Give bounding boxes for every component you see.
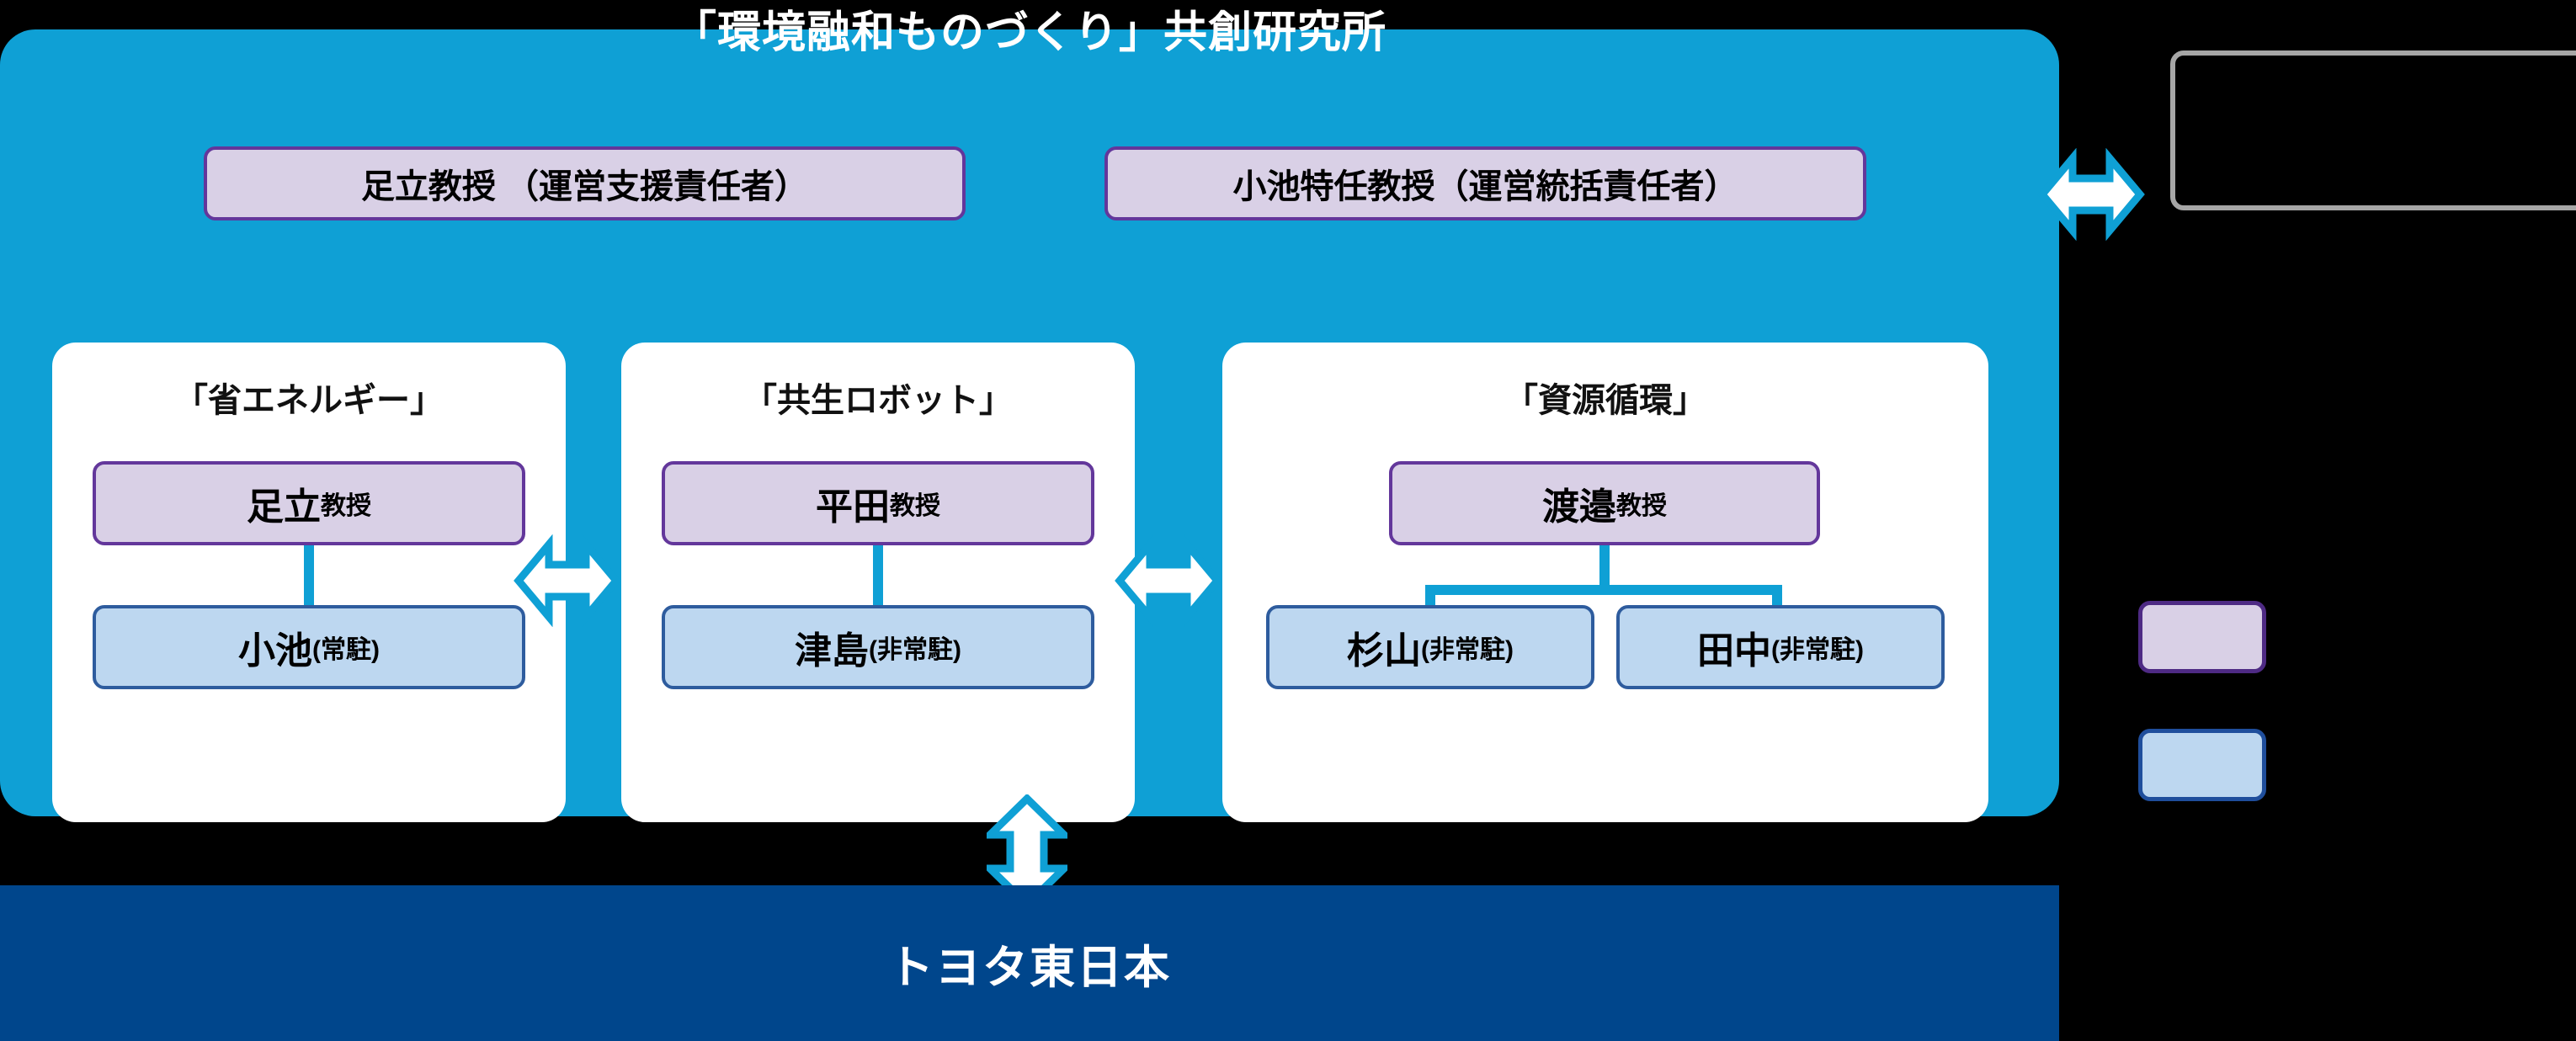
leadership-box-support[interactable]: 足立教授 （運営支援責任者） xyxy=(204,146,966,220)
arrow-between-energy-and-robot xyxy=(514,534,621,628)
theme-panel-resource: 「資源循環」 渡邉 教授 杉山 (非常駐) 田中 (非常駐) xyxy=(1222,343,1988,822)
member-box-hirata[interactable]: 平田 教授 xyxy=(662,461,1094,545)
member-name: 足立 xyxy=(247,486,321,528)
member-status: (非常駐) xyxy=(1421,636,1514,664)
member-name: 渡邉 xyxy=(1542,486,1616,528)
connector-stem-resource xyxy=(1599,545,1610,585)
connector-vertical-robot xyxy=(873,545,883,605)
theme-title-energy: 「省エネルギー」 xyxy=(174,382,444,419)
member-title: 教授 xyxy=(1616,492,1667,520)
legend-swatch-staff xyxy=(2138,729,2266,801)
member-box-tanaka[interactable]: 田中 (非常駐) xyxy=(1616,605,1945,689)
theme-panel-energy: 「省エネルギー」 足立 教授 小池 (常駐) xyxy=(52,343,566,822)
member-box-sugiyama[interactable]: 杉山 (非常駐) xyxy=(1266,605,1594,689)
institute-panel: 「環境融和ものづくり」共創研究所 足立教授 （運営支援責任者） 小池特任教授（運… xyxy=(0,8,2059,822)
institute-title: 「環境融和ものづくり」共創研究所 xyxy=(672,8,1386,57)
member-status: (非常駐) xyxy=(869,636,961,664)
member-box-adachi[interactable]: 足立 教授 xyxy=(93,461,525,545)
leadership-box-director[interactable]: 小池特任教授（運営統括責任者） xyxy=(1104,146,1866,220)
theme-title-resource: 「資源循環」 xyxy=(1504,382,1706,419)
member-name: 津島 xyxy=(795,630,869,672)
member-name: 杉山 xyxy=(1347,630,1421,672)
connector-crossbar-resource xyxy=(1425,585,1782,595)
member-name: 平田 xyxy=(816,486,890,528)
theme-title-robot: 「共生ロボット」 xyxy=(743,382,1013,419)
connector-drop-sugiyama xyxy=(1425,585,1435,610)
partner-placeholder-box xyxy=(2170,50,2576,210)
connector-vertical-energy xyxy=(304,545,314,605)
legend-swatch-professor xyxy=(2138,601,2266,673)
member-box-tsushima[interactable]: 津島 (非常駐) xyxy=(662,605,1094,689)
theme-panel-robot: 「共生ロボット」 平田 教授 津島 (非常駐) xyxy=(621,343,1135,822)
member-status: (非常駐) xyxy=(1771,636,1864,664)
connector-drop-tanaka xyxy=(1772,585,1782,610)
partner-bar: トヨタ東日本 xyxy=(0,885,2059,1041)
member-title: 教授 xyxy=(890,492,940,520)
member-title: 教授 xyxy=(321,492,371,520)
member-box-koike[interactable]: 小池 (常駐) xyxy=(93,605,525,689)
member-name: 田中 xyxy=(1697,630,1771,672)
arrow-between-robot-and-resource xyxy=(1115,534,1222,628)
member-name: 小池 xyxy=(238,630,312,672)
member-status: (常駐) xyxy=(312,636,380,664)
arrow-institute-to-partner-placeholder xyxy=(2037,147,2145,242)
partner-label: トヨタ東日本 xyxy=(888,943,1171,993)
member-box-watanabe[interactable]: 渡邉 教授 xyxy=(1389,461,1820,545)
